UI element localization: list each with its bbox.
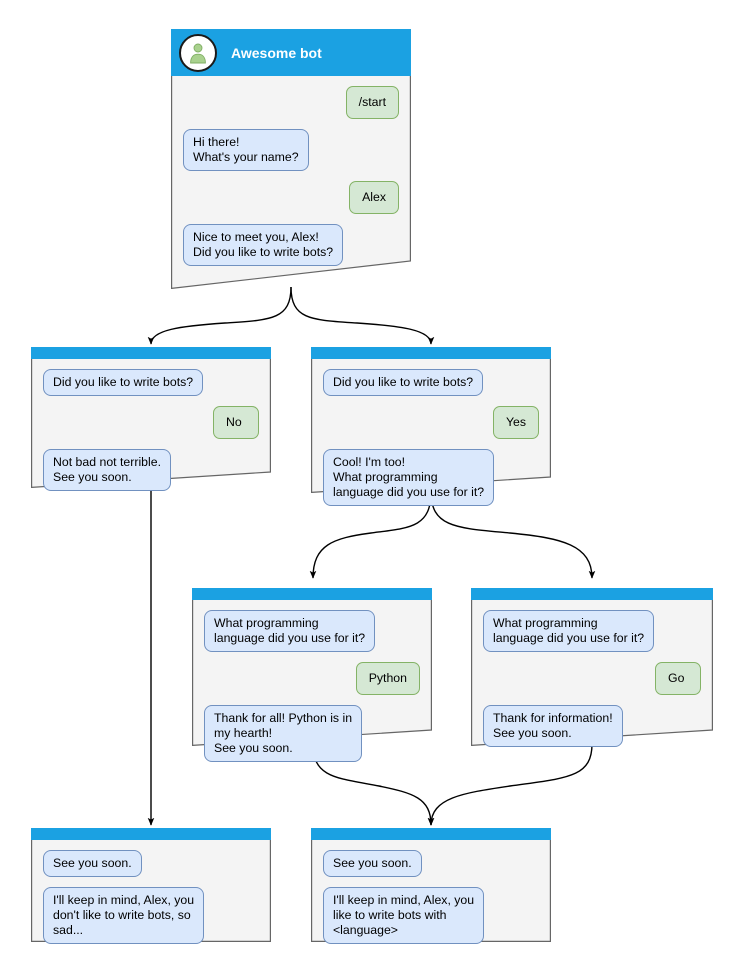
node-no-branch-header [31,347,271,359]
node-end-yes[interactable]: See you soon. I'll keep in mind, Alex, y… [311,828,551,944]
node-no-branch[interactable]: Did you like to write bots? No Not bad n… [31,347,271,491]
message-row: Hi there! What's your name? [183,129,399,171]
node-start[interactable]: Awesome bot /start Hi there! What's your… [171,29,411,289]
message-row: Thank for all! Python is in my hearth! S… [204,705,420,762]
node-yes-branch-header [311,347,551,359]
node-python-branch-header [192,588,432,600]
node-no-branch-chat: Did you like to write bots? No Not bad n… [31,359,271,507]
node-no-branch-content: Did you like to write bots? No Not bad n… [31,347,271,507]
node-end-yes-content: See you soon. I'll keep in mind, Alex, y… [311,828,551,960]
node-go-branch-content: What programming language did you use fo… [471,588,713,763]
node-start-content: Awesome bot /start Hi there! What's your… [171,29,411,282]
bot-bubble: I'll keep in mind, Alex, you don't like … [43,887,205,944]
message-row: /start [183,86,399,119]
node-start-chat: /start Hi there! What's your name? Alex … [171,76,411,282]
message-row: Python [204,662,420,695]
bot-bubble: I'll keep in mind, Alex, you like to wri… [323,887,485,944]
node-end-no-chat: See you soon. I'll keep in mind, Alex, y… [31,840,271,960]
node-python-branch-chat: What programming language did you use fo… [192,600,432,778]
bot-bubble: Cool! I'm too! What programming language… [323,449,495,506]
node-end-no-content: See you soon. I'll keep in mind, Alex, y… [31,828,271,960]
node-yes-branch-content: Did you like to write bots? Yes Cool! I'… [311,347,551,522]
user-bubble[interactable]: /start [345,86,399,119]
message-row: I'll keep in mind, Alex, you like to wri… [323,887,539,944]
message-row: Nice to meet you, Alex! Did you like to … [183,224,399,266]
user-bubble[interactable]: Yes [492,406,539,439]
bot-bubble: Did you like to write bots? [323,369,484,396]
message-row: Yes [323,406,539,439]
bot-bubble: Thank for all! Python is in my hearth! S… [204,705,363,762]
edge-start-to-yes [290,286,435,345]
node-yes-branch-chat: Did you like to write bots? Yes Cool! I'… [311,359,551,522]
bot-bubble: Nice to meet you, Alex! Did you like to … [183,224,344,266]
user-bubble[interactable]: Python [355,662,420,695]
bot-bubble: See you soon. [43,850,142,877]
bot-bubble: What programming language did you use fo… [483,610,655,652]
message-row: Thank for information! See you soon. [483,705,701,747]
node-python-branch[interactable]: What programming language did you use fo… [192,588,432,762]
node-end-no-header [31,828,271,840]
message-row: Go [483,662,701,695]
message-row: Alex [183,181,399,214]
user-bubble[interactable]: No [213,406,259,439]
node-go-branch-chat: What programming language did you use fo… [471,600,713,763]
node-end-yes-header [311,828,551,840]
message-row: Not bad not terrible. See you soon. [43,449,259,491]
user-bubble[interactable]: Go [655,662,701,695]
node-go-branch-header [471,588,713,600]
message-row: Cool! I'm too! What programming language… [323,449,539,506]
user-bubble[interactable]: Alex [349,181,399,214]
bot-avatar-icon [179,33,217,72]
bot-bubble: Did you like to write bots? [43,369,204,396]
node-go-branch[interactable]: What programming language did you use fo… [471,588,713,747]
bot-bubble: Thank for information! See you soon. [483,705,623,747]
node-python-branch-content: What programming language did you use fo… [192,588,432,778]
bot-bubble: Not bad not terrible. See you soon. [43,449,172,491]
node-end-no[interactable]: See you soon. I'll keep in mind, Alex, y… [31,828,271,944]
bot-bubble: Hi there! What's your name? [183,129,309,171]
message-row: Did you like to write bots? [323,369,539,396]
message-row: No [43,406,259,439]
message-row: What programming language did you use fo… [204,610,420,652]
message-row: See you soon. [323,850,539,877]
message-row: See you soon. [43,850,259,877]
message-row: I'll keep in mind, Alex, you don't like … [43,887,259,944]
node-start-header: Awesome bot [171,29,411,76]
node-yes-branch[interactable]: Did you like to write bots? Yes Cool! I'… [311,347,551,506]
node-end-yes-chat: See you soon. I'll keep in mind, Alex, y… [311,840,551,960]
bot-bubble: What programming language did you use fo… [204,610,376,652]
bot-bubble: See you soon. [323,850,422,877]
message-row: What programming language did you use fo… [483,610,701,652]
edge-start-to-no [147,286,292,345]
message-row: Did you like to write bots? [43,369,259,396]
bot-title: Awesome bot [231,44,322,61]
